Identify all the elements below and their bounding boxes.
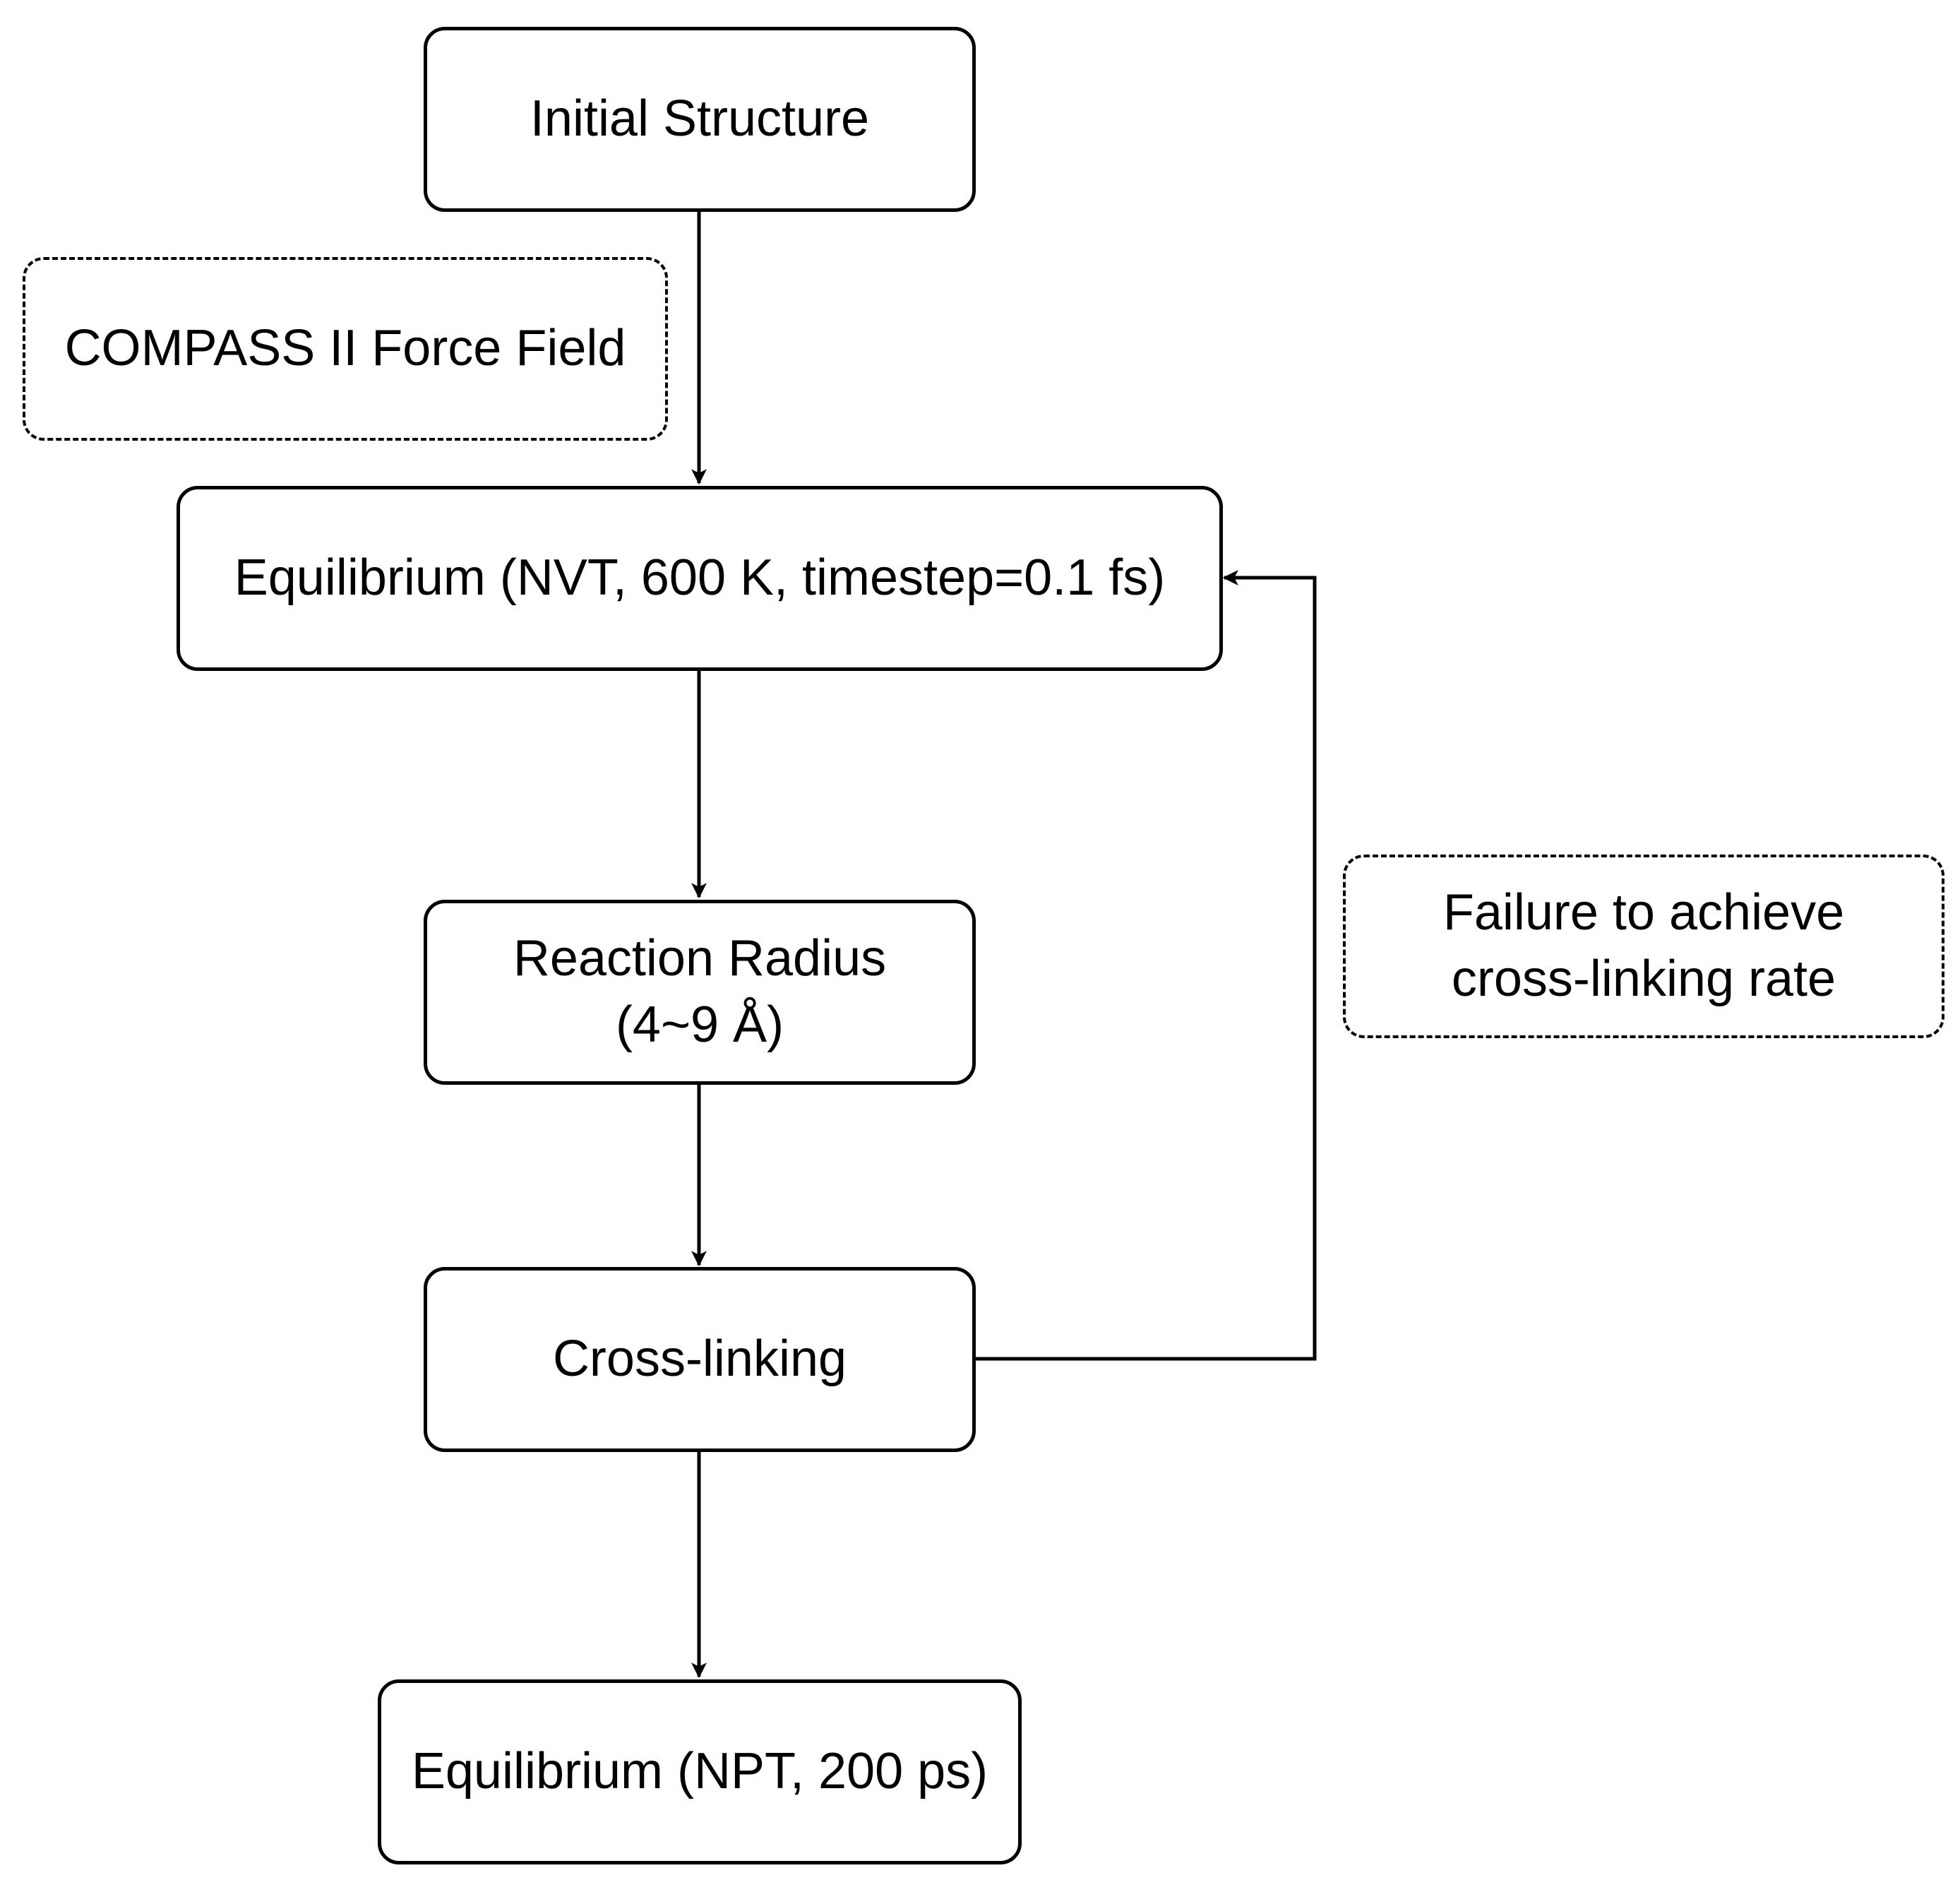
node-reaction-radius-line2: (4~9 Å) xyxy=(615,996,784,1053)
node-equilibrium-nvt-label: Equilibrium (NVT, 600 K, timestep=0.1 fs… xyxy=(234,549,1166,607)
node-failure-note-line1: Failure to achieve xyxy=(1442,884,1845,941)
node-equilibrium-npt-label: Equilibrium (NPT, 200 ps) xyxy=(411,1743,988,1800)
node-equilibrium-nvt: Equilibrium (NVT, 600 K, timestep=0.1 fs… xyxy=(177,486,1223,671)
node-cross-linking-label: Cross-linking xyxy=(552,1331,847,1388)
node-initial-structure-label: Initial Structure xyxy=(530,90,870,148)
node-failure-note: Failure to achieve cross-linking rate xyxy=(1343,855,1944,1038)
node-cross-linking: Cross-linking xyxy=(424,1267,976,1452)
node-equilibrium-npt: Equilibrium (NPT, 200 ps) xyxy=(378,1679,1022,1864)
node-initial-structure: Initial Structure xyxy=(424,27,976,212)
arrow-crosslink-loop-to-nvt xyxy=(975,569,1317,1361)
node-reaction-radius-line1: Reaction Radius xyxy=(513,930,887,987)
node-force-field-note: COMPASS II Force Field xyxy=(23,257,668,441)
node-failure-note-line2: cross-linking rate xyxy=(1451,951,1836,1007)
node-force-field-label: COMPASS II Force Field xyxy=(64,320,626,377)
node-reaction-radius: Reaction Radius (4~9 Å) xyxy=(424,900,976,1085)
